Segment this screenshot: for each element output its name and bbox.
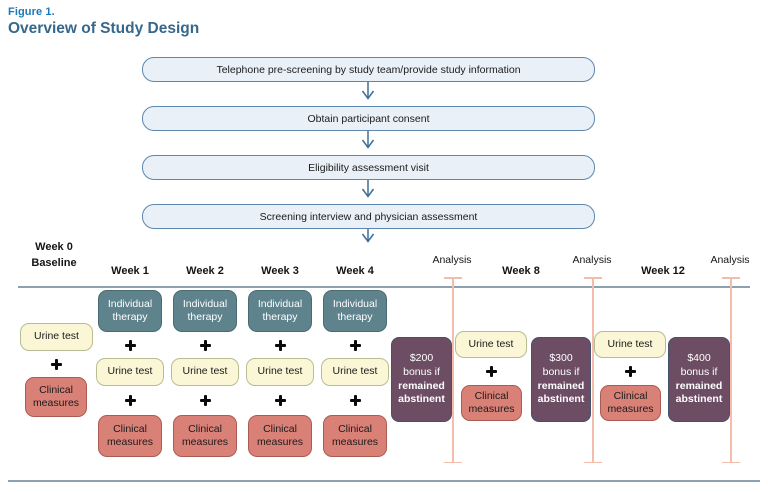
bonus-amount: $400: [687, 352, 711, 365]
flow-step-consent: Obtain participant consent: [142, 106, 595, 131]
analysis-line-3: [724, 277, 738, 463]
week4-urine-test: Urine test: [321, 358, 389, 386]
week8-urine-test: Urine test: [455, 331, 527, 358]
figure-title: Overview of Study Design: [8, 20, 200, 37]
header-week12: Week 12: [641, 265, 685, 277]
timeline-rule-bottom: [8, 480, 760, 482]
week2-individual-therapy: Individual therapy: [173, 290, 237, 332]
plus-icon: [486, 366, 497, 377]
week0-clinical-measures: Clinical measures: [25, 377, 87, 417]
timeline-rule-top: [18, 286, 750, 288]
header-week0: Week 0: [35, 241, 73, 253]
header-week2: Week 2: [186, 265, 224, 277]
week3-urine-test: Urine test: [246, 358, 314, 386]
plus-icon: [625, 366, 636, 377]
bonus-condition: bonus if: [680, 365, 718, 378]
week3-individual-therapy: Individual therapy: [248, 290, 312, 332]
analysis-line-1: [446, 277, 460, 463]
header-analysis-1: Analysis: [432, 254, 472, 266]
flow-step-prescreening: Telephone pre-screening by study team/pr…: [142, 57, 595, 82]
week1-urine-test: Urine test: [96, 358, 164, 386]
week1-individual-therapy: Individual therapy: [98, 290, 162, 332]
header-week8: Week 8: [502, 265, 540, 277]
week2-clinical-measures: Clinical measures: [173, 415, 237, 457]
week0-urine-test: Urine test: [20, 323, 93, 351]
week3-clinical-measures: Clinical measures: [248, 415, 312, 457]
plus-icon: [51, 359, 62, 370]
header-analysis-3: Analysis: [710, 254, 750, 266]
down-arrow-icon: [361, 180, 375, 198]
flow-step-screening: Screening interview and physician assess…: [142, 204, 595, 229]
bonus-emphasis: remained abstinent: [675, 379, 723, 406]
week2-urine-test: Urine test: [171, 358, 239, 386]
plus-icon: [275, 340, 286, 351]
analysis-line-2: [586, 277, 600, 463]
bonus-400-box: $400 bonus if remained abstinent: [668, 337, 730, 422]
down-arrow-icon: [361, 229, 375, 243]
plus-icon: [125, 395, 136, 406]
week12-urine-test: Urine test: [594, 331, 666, 358]
week8-clinical-measures: Clinical measures: [461, 385, 522, 421]
plus-icon: [275, 395, 286, 406]
bonus-emphasis: remained abstinent: [537, 379, 585, 406]
plus-icon: [125, 340, 136, 351]
bonus-amount: $300: [549, 352, 573, 365]
header-analysis-2: Analysis: [572, 254, 612, 266]
week4-clinical-measures: Clinical measures: [323, 415, 387, 457]
bonus-amount: $200: [409, 352, 434, 365]
plus-icon: [350, 340, 361, 351]
figure-label: Figure 1.: [8, 6, 55, 18]
bonus-condition: bonus if: [403, 365, 440, 378]
week12-clinical-measures: Clinical measures: [600, 385, 661, 421]
down-arrow-icon: [361, 82, 375, 100]
bonus-300-box: $300 bonus if remained abstinent: [531, 337, 591, 422]
flow-step-eligibility: Eligibility assessment visit: [142, 155, 595, 180]
header-week4: Week 4: [336, 265, 374, 277]
bonus-condition: bonus if: [542, 365, 580, 378]
header-baseline: Baseline: [31, 257, 77, 269]
down-arrow-icon: [361, 131, 375, 149]
plus-icon: [200, 395, 211, 406]
bonus-emphasis: remained abstinent: [398, 379, 445, 406]
week1-clinical-measures: Clinical measures: [98, 415, 162, 457]
plus-icon: [200, 340, 211, 351]
plus-icon: [350, 395, 361, 406]
header-week1: Week 1: [111, 265, 149, 277]
bonus-200-box: $200 bonus if remained abstinent: [391, 337, 452, 422]
header-week3: Week 3: [261, 265, 299, 277]
week4-individual-therapy: Individual therapy: [323, 290, 387, 332]
